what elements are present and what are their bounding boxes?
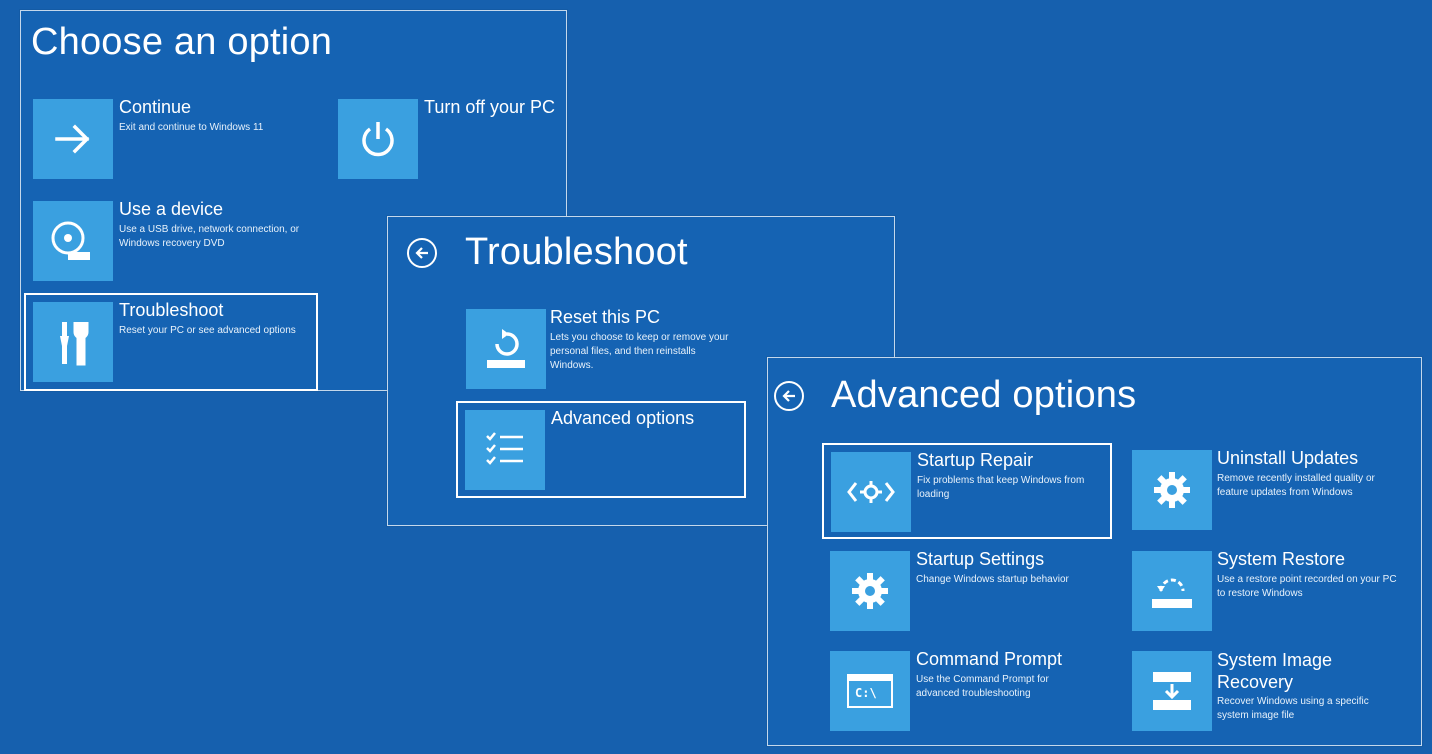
option-desc: Change Windows startup behavior xyxy=(916,574,1069,585)
option-system-restore[interactable]: System Restore Use a restore point recor… xyxy=(1131,549,1416,635)
option-desc: Reset your PC or see advanced options xyxy=(119,325,296,336)
gear-icon xyxy=(830,551,910,631)
option-troubleshoot[interactable]: Troubleshoot Reset your PC or see advanc… xyxy=(24,293,318,391)
page-title: Choose an option xyxy=(31,21,333,63)
back-button[interactable] xyxy=(407,238,437,268)
gear-icon xyxy=(1132,450,1212,530)
advanced-options-panel: Advanced options Startup Repair Fix prob… xyxy=(767,357,1422,746)
arrow-right-icon xyxy=(33,99,113,179)
option-title: Continue xyxy=(119,97,192,117)
option-desc: Use a USB drive, network connection, or … xyxy=(119,224,300,249)
disc-drive-icon xyxy=(33,201,113,281)
option-startup-repair[interactable]: Startup Repair Fix problems that keep Wi… xyxy=(822,443,1112,539)
checklist-icon xyxy=(465,410,545,490)
option-desc: Fix problems that keep Windows from load… xyxy=(917,475,1085,500)
back-button[interactable] xyxy=(774,381,804,411)
option-system-image-recovery[interactable]: System Image Recovery Recover Windows us… xyxy=(1131,650,1416,735)
page-title: Advanced options xyxy=(831,374,1137,416)
power-icon xyxy=(338,99,418,179)
choose-option-panel: Choose an option Continue Exit and conti… xyxy=(20,10,567,391)
option-title: Advanced options xyxy=(551,408,695,428)
restore-icon xyxy=(1132,551,1212,631)
option-title: System Image Recovery xyxy=(1217,650,1333,692)
page-title: Troubleshoot xyxy=(465,231,688,273)
option-reset-pc[interactable]: Reset this PC Lets you choose to keep or… xyxy=(464,307,754,391)
option-uninstall-updates[interactable]: Uninstall Updates Remove recently instal… xyxy=(1131,448,1416,534)
startup-repair-icon xyxy=(831,452,911,532)
option-use-device[interactable]: Use a device Use a USB drive, network co… xyxy=(31,199,321,283)
option-advanced-options[interactable]: Advanced options xyxy=(456,401,746,498)
prompt-text: C:\ xyxy=(855,686,877,700)
option-command-prompt[interactable]: C:\ Command Prompt Use the Command Promp… xyxy=(830,649,1115,735)
option-desc: Use a restore point recorded on your PC … xyxy=(1217,574,1397,599)
option-continue[interactable]: Continue Exit and continue to Windows 11 xyxy=(31,97,321,181)
tools-icon xyxy=(33,302,113,382)
option-title: Troubleshoot xyxy=(119,300,224,320)
option-startup-settings[interactable]: Startup Settings Change Windows startup … xyxy=(830,549,1115,635)
reset-icon xyxy=(466,309,546,389)
option-turn-off[interactable]: Turn off your PC xyxy=(336,97,561,181)
option-title: Reset this PC xyxy=(550,307,661,327)
option-title: Command Prompt xyxy=(916,649,1063,669)
image-recovery-icon xyxy=(1132,651,1212,731)
option-desc: Recover Windows using a specific system … xyxy=(1217,696,1369,721)
option-desc: Exit and continue to Windows 11 xyxy=(119,122,264,133)
option-title: Uninstall Updates xyxy=(1217,448,1359,468)
option-desc: Remove recently installed quality or fea… xyxy=(1217,473,1375,498)
option-desc: Lets you choose to keep or remove your p… xyxy=(550,332,729,371)
option-title: System Restore xyxy=(1217,549,1346,569)
option-title: Startup Repair xyxy=(917,450,1034,470)
option-title: Use a device xyxy=(119,199,224,219)
option-title: Startup Settings xyxy=(916,549,1045,569)
option-title: Turn off your PC xyxy=(424,97,556,117)
command-prompt-icon: C:\ xyxy=(830,651,910,731)
option-desc: Use the Command Prompt for advanced trou… xyxy=(916,674,1049,699)
